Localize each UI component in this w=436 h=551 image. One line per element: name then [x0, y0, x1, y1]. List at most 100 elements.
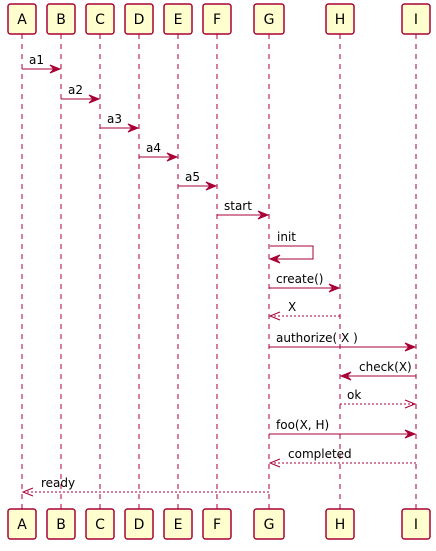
message-13: foo(X, H)	[269, 418, 417, 439]
message-label: a2	[68, 83, 83, 97]
participant-label: C	[95, 517, 105, 533]
participant-h-bottom: H	[325, 508, 355, 540]
participant-g-bottom: G	[253, 508, 285, 540]
participant-label: H	[335, 517, 346, 533]
message-arrowhead	[268, 311, 281, 321]
participant-b-bottom: B	[46, 508, 76, 540]
message-11: check(X)	[339, 360, 416, 381]
participant-box	[85, 3, 115, 35]
participant-label: D	[134, 517, 145, 533]
participant-i-bottom: I	[401, 508, 431, 540]
message-label: a5	[185, 170, 200, 184]
message-label: a3	[107, 112, 122, 126]
message-2: a2	[61, 83, 101, 104]
message-15: ready	[21, 476, 269, 497]
participant-label: E	[174, 517, 183, 533]
participant-box	[325, 508, 355, 540]
message-3: a3	[100, 112, 140, 133]
participant-box	[7, 3, 37, 35]
participant-d-bottom: D	[124, 508, 154, 540]
message-12: ok	[340, 388, 417, 409]
message-label: create()	[276, 272, 323, 286]
participant-e-bottom: E	[163, 508, 193, 540]
message-label: ready	[41, 476, 75, 490]
message-6: start	[217, 199, 270, 220]
message-label: a4	[146, 141, 161, 155]
message-arrowhead	[127, 123, 140, 133]
participant-c-bottom: C	[85, 508, 115, 540]
message-label: foo(X, H)	[276, 418, 329, 432]
message-arrowhead	[404, 399, 417, 409]
participant-box	[85, 508, 115, 540]
participant-box	[46, 508, 76, 540]
message-arrowhead	[404, 429, 417, 439]
message-arrowhead	[166, 152, 179, 162]
message-label: ok	[347, 388, 361, 402]
message-label: X	[288, 300, 296, 314]
message-arrowhead	[328, 283, 341, 293]
participant-g-top: G	[253, 3, 285, 35]
participant-label: I	[414, 12, 418, 28]
message-arrowhead	[49, 64, 62, 74]
participant-label: B	[56, 517, 66, 533]
message-9: X	[268, 300, 340, 321]
participant-box	[202, 508, 232, 540]
message-label: start	[224, 199, 252, 213]
participants-bottom: A B C D E F G H I	[7, 508, 431, 540]
message-arrowhead	[268, 458, 281, 468]
message-label: authorize( X )	[276, 331, 358, 345]
participants-top: A B C D E F G H I	[7, 3, 431, 35]
message-10: authorize( X )	[269, 331, 417, 352]
participant-box	[253, 508, 285, 540]
participant-label: A	[17, 517, 27, 533]
lifelines	[21, 34, 417, 509]
message-arrowhead	[404, 342, 417, 352]
participant-label: C	[95, 12, 105, 28]
message-4: a4	[139, 141, 179, 162]
participant-box	[253, 3, 285, 35]
participant-h-top: H	[325, 3, 355, 35]
participant-box	[202, 3, 232, 35]
message-5: a5	[178, 170, 218, 191]
participant-box	[401, 508, 431, 540]
participant-box	[325, 3, 355, 35]
participant-box	[124, 508, 154, 540]
participant-label: G	[264, 12, 275, 28]
message-line	[270, 245, 314, 260]
message-label: completed	[288, 447, 352, 461]
participant-f-top: F	[202, 3, 232, 35]
participant-a-bottom: A	[7, 508, 37, 540]
message-label: a1	[29, 53, 44, 67]
participant-i-top: I	[401, 3, 431, 35]
participant-box	[163, 3, 193, 35]
participant-b-top: B	[46, 3, 76, 35]
participant-e-top: E	[163, 3, 193, 35]
message-arrowhead	[268, 254, 281, 264]
participant-label: A	[17, 12, 27, 28]
message-label: init	[277, 230, 296, 244]
participant-label: E	[174, 12, 183, 28]
participant-box	[163, 508, 193, 540]
participant-label: D	[134, 12, 145, 28]
message-8: create()	[269, 272, 341, 293]
participant-box	[46, 3, 76, 35]
participant-a-top: A	[7, 3, 37, 35]
message-7: init	[268, 230, 314, 264]
participant-f-bottom: F	[202, 508, 232, 540]
participant-label: H	[335, 12, 346, 28]
participant-label: I	[414, 517, 418, 533]
message-arrowhead	[88, 94, 101, 104]
participant-d-top: D	[124, 3, 154, 35]
message-arrowhead	[257, 210, 270, 220]
message-arrowhead	[339, 371, 352, 381]
message-1: a1	[22, 53, 62, 74]
participant-box	[7, 508, 37, 540]
participant-label: F	[213, 517, 221, 533]
participant-label: G	[264, 517, 275, 533]
participant-c-top: C	[85, 3, 115, 35]
participant-label: B	[56, 12, 66, 28]
message-arrowhead	[21, 487, 34, 497]
message-14: completed	[268, 447, 416, 468]
